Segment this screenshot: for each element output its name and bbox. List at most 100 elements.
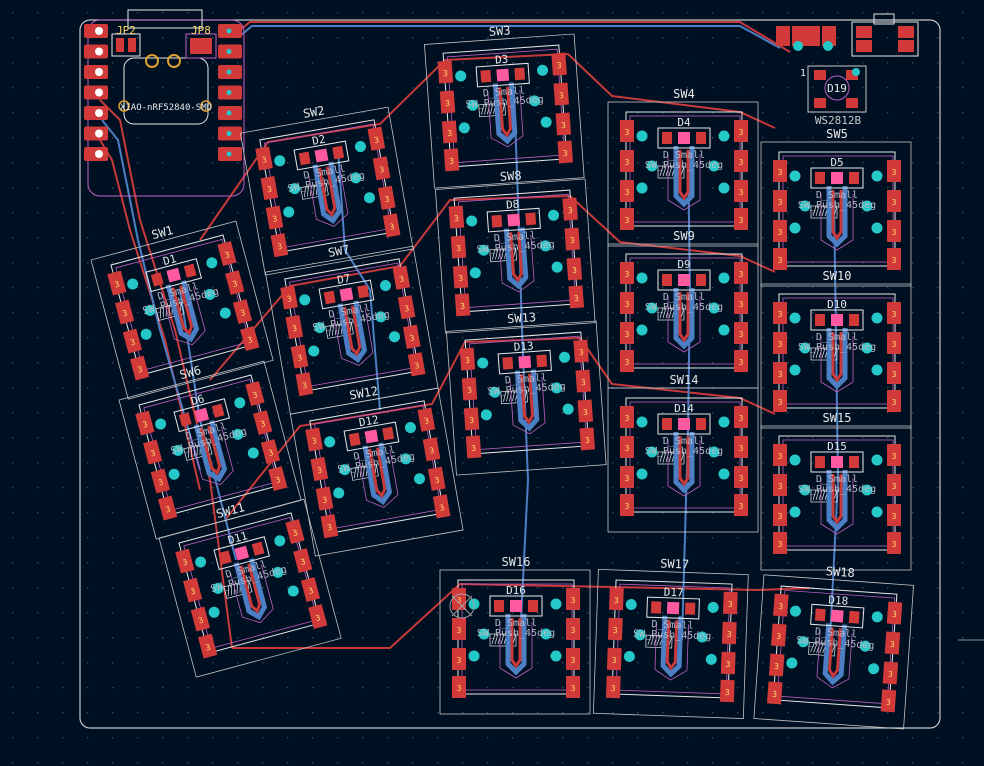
switch-pad-number: 3 <box>892 398 897 407</box>
switch-value: SW_Push_45deg <box>465 94 544 110</box>
grid-dot <box>887 37 889 39</box>
switch-pad-3 <box>898 26 914 38</box>
grid-dot <box>387 687 389 689</box>
switch-pad <box>417 407 436 432</box>
diode-ref: D8 <box>506 198 520 212</box>
switch-pad-number: 3 <box>611 684 616 693</box>
grid-dot <box>437 437 439 439</box>
switch-via <box>718 416 730 428</box>
grid-dot <box>587 662 589 664</box>
switch-pad-number: 3 <box>449 157 455 166</box>
grid-dot <box>537 512 539 514</box>
grid-dot <box>787 537 789 539</box>
switch-pad-number: 3 <box>571 596 576 605</box>
grid-dot <box>937 337 939 339</box>
grid-dot <box>387 312 389 314</box>
grid-dot <box>762 312 764 314</box>
switch-via <box>550 598 562 610</box>
switch-pad-number: 3 <box>625 502 630 511</box>
diode-outline <box>213 536 271 571</box>
grid-dot <box>62 612 64 614</box>
grid-dot <box>662 312 664 314</box>
grid-dot <box>237 587 239 589</box>
switch-pad-number: 3 <box>739 216 744 225</box>
grid-dot <box>762 187 764 189</box>
grid-dot <box>112 62 114 64</box>
switch-via <box>274 535 286 547</box>
switch-via <box>871 611 883 623</box>
grid-dot <box>62 762 64 764</box>
grid-dot <box>912 462 914 464</box>
grid-dot <box>362 687 364 689</box>
grid-dot <box>487 137 489 139</box>
grid-dot <box>237 487 239 489</box>
grid-dot <box>812 162 814 164</box>
grid-dot <box>962 587 964 589</box>
switch-pad-number: 3 <box>467 386 473 395</box>
grid-dot <box>312 562 314 564</box>
grid-dot <box>637 662 639 664</box>
grid-dot <box>262 112 264 114</box>
grid-dot <box>862 637 864 639</box>
grid-dot <box>662 762 664 764</box>
grid-dot <box>612 362 614 364</box>
grid-dot <box>537 162 539 164</box>
grid-dot <box>212 462 214 464</box>
grid-dot <box>337 387 339 389</box>
grid-dot <box>12 737 14 739</box>
switch-pad <box>562 197 578 221</box>
grid-dot <box>237 662 239 664</box>
grid-dot <box>837 112 839 114</box>
grid-dot <box>112 512 114 514</box>
switch-hatch <box>490 103 494 115</box>
grid-dot <box>287 587 289 589</box>
switch-pad-number: 3 <box>727 630 732 639</box>
grid-dot <box>12 712 14 714</box>
switch-pad <box>566 257 583 281</box>
grid-dot <box>912 737 914 739</box>
grid-dot <box>587 187 589 189</box>
switch-hatch <box>334 324 337 336</box>
grid-dot <box>362 112 364 114</box>
grid-dot <box>187 237 189 239</box>
grid-dot <box>937 462 939 464</box>
grid-dot <box>962 162 964 164</box>
switch-hatch <box>653 635 658 646</box>
switch-pad-number: 3 <box>625 444 630 453</box>
switch-prong-back <box>673 432 695 494</box>
switch-pad-number: 3 <box>571 626 576 635</box>
switch-pad <box>620 494 634 516</box>
grid-dot <box>537 312 539 314</box>
switch-pad-number: 3 <box>429 446 435 456</box>
switch-pad <box>620 350 634 372</box>
grid-dot <box>937 112 939 114</box>
grid-dot <box>562 387 564 389</box>
grid-dot <box>812 762 814 764</box>
switch-pad-number: 3 <box>457 596 462 605</box>
grid-dot <box>562 662 564 664</box>
grid-dot <box>112 662 114 664</box>
diode-pad-k <box>848 610 860 624</box>
mcu-trace-back <box>101 119 201 471</box>
switch-pad <box>452 676 466 698</box>
grid-dot <box>812 62 814 64</box>
switch-pad <box>773 474 787 496</box>
grid-dot <box>362 37 364 39</box>
switch-pad-number: 3 <box>559 91 565 100</box>
diode-pad-a <box>150 272 164 287</box>
grid-dot <box>612 562 614 564</box>
grid-dot <box>162 187 164 189</box>
grid-dot <box>887 12 889 14</box>
grid-dot <box>587 462 589 464</box>
grid-dot <box>62 312 64 314</box>
grid-dot <box>712 487 714 489</box>
switch-via <box>364 192 376 204</box>
grid-dot <box>37 237 39 239</box>
grid-dot <box>487 12 489 14</box>
grid-dot <box>12 462 14 464</box>
diode-ref: D16 <box>506 584 526 597</box>
switch-hatch <box>668 307 673 319</box>
board-outline <box>79 19 941 729</box>
switch-prong-front <box>678 436 690 487</box>
